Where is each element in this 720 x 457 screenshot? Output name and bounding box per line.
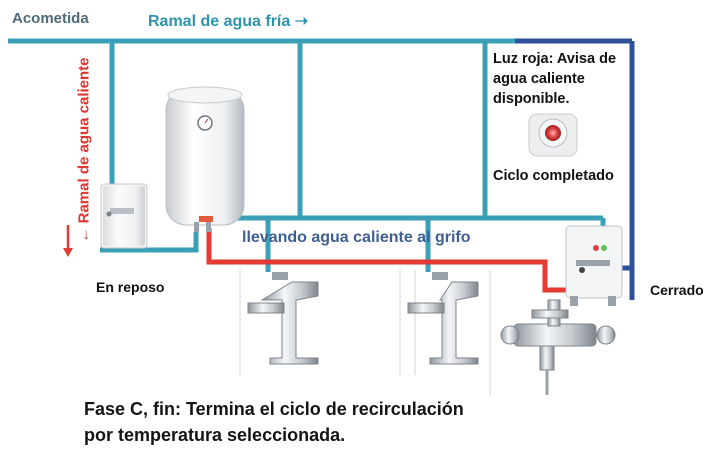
red-light-note: Luz roja: Avisa de agua caliente disponi…: [493, 49, 633, 109]
acometida-label: Acometida: [12, 10, 89, 27]
sink-faucet-2: [407, 272, 479, 365]
sink-faucet-1: [247, 272, 319, 365]
cycle-complete-label: Ciclo completado: [493, 168, 614, 184]
hot-water-to-tap-label: llevando agua caliente al grifo: [242, 229, 471, 246]
recirculation-pump-device: [565, 225, 623, 306]
red-light-note-line3: disponible.: [493, 91, 570, 107]
cold-water-branch-label: Ramal de agua fría ➝: [148, 13, 309, 30]
red-light-note-line2: agua caliente: [493, 71, 585, 87]
wall-guide-lines: [239, 270, 491, 395]
closed-label: Cerrado: [650, 282, 704, 298]
red-light-note-line1: Luz roja: Avisa de: [493, 51, 617, 67]
phase-caption-line2: por temperatura seleccionada.: [84, 425, 346, 445]
red-indicator-lamp: [528, 113, 578, 157]
wall-mixer-faucet: [500, 299, 616, 395]
phase-caption-line1: Fase C, fin: Termina el ciclo de recircu…: [84, 399, 464, 419]
controller-box-left: [100, 183, 148, 249]
idle-label: En reposo: [96, 279, 165, 295]
hot-water-branch-label: ← Ramal de agua caliente: [75, 57, 93, 243]
phase-caption: Fase C, fin: Termina el ciclo de recircu…: [84, 396, 604, 448]
hot-branch-arrow: [63, 225, 73, 257]
hot-water-pipe: [206, 228, 566, 293]
cold-water-pipes: [8, 38, 606, 272]
water-heater: [165, 86, 245, 232]
